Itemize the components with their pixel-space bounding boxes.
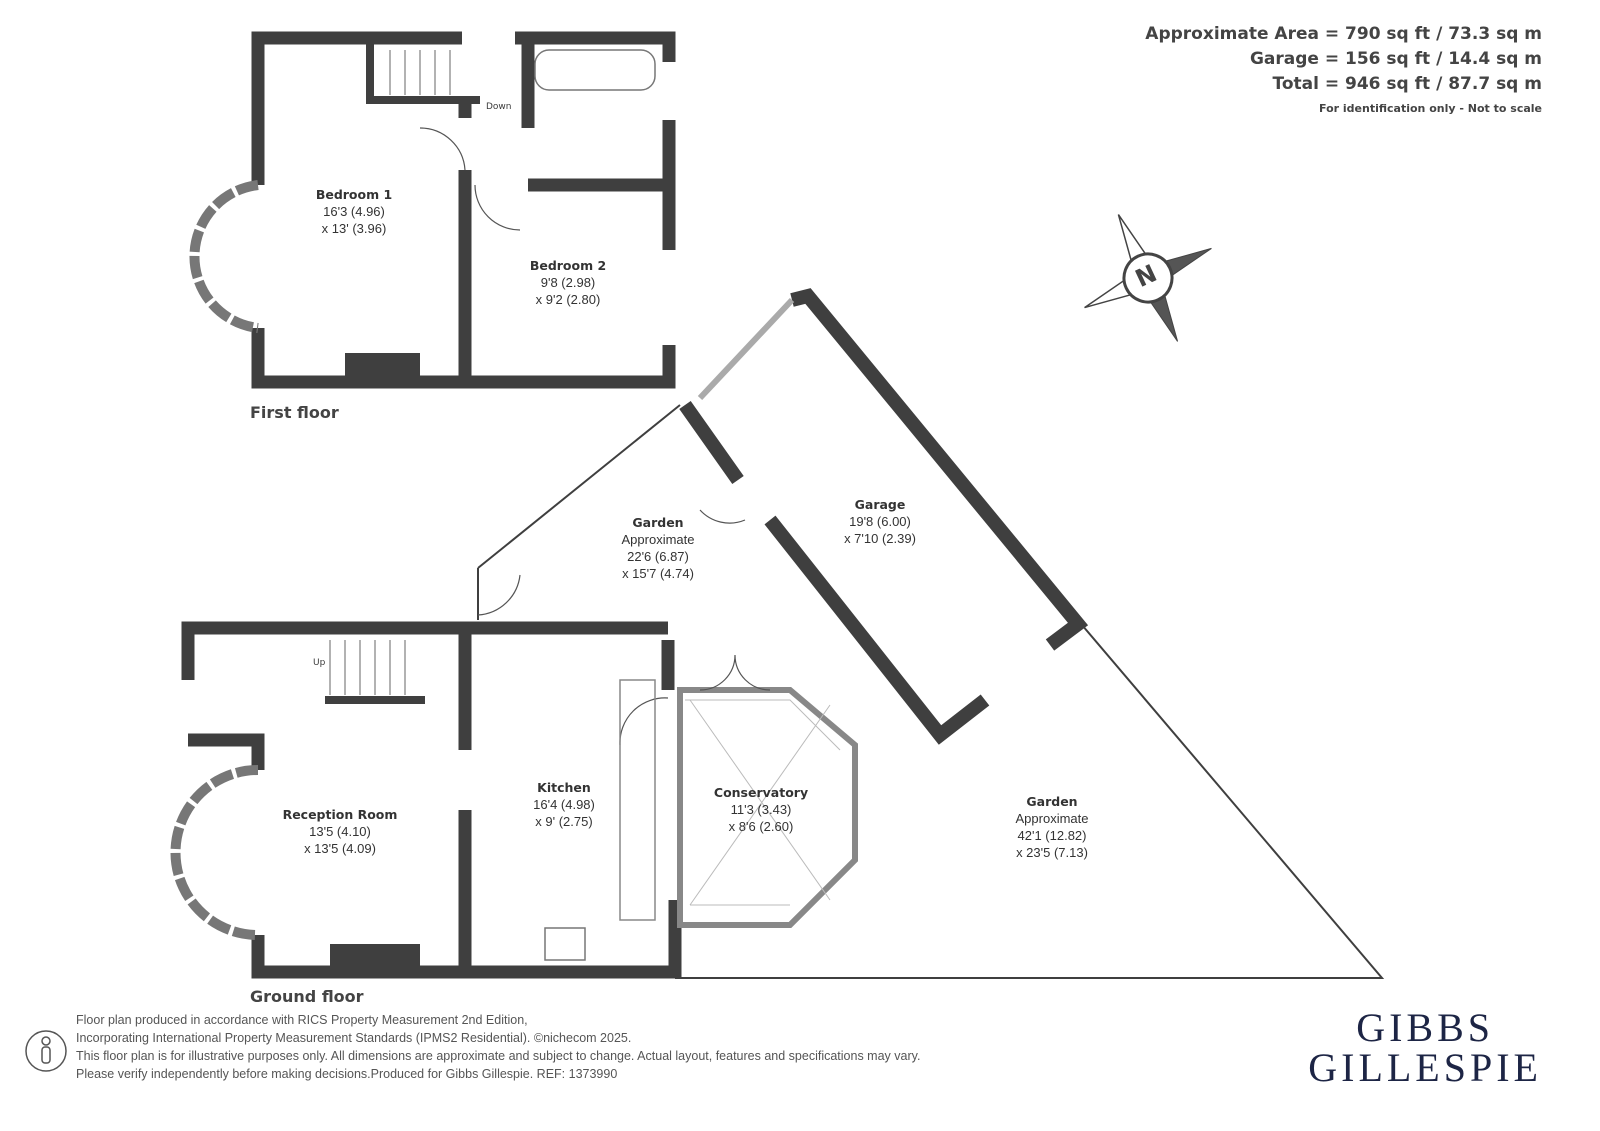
stairs-down-label: Down [486, 102, 512, 112]
ground-floor-label: Ground floor [250, 987, 364, 1006]
garage-area: Garage = 156 sq ft / 14.4 sq m [1249, 49, 1542, 69]
first-floor-walls [251, 31, 676, 389]
stairs-up-label: Up [313, 658, 326, 668]
bay-window-ground [170, 765, 259, 940]
bay-window-first [189, 180, 259, 333]
footer-disclaimer: Floor plan produced in accordance with R… [76, 1013, 921, 1081]
scale-note: For identification only - Not to scale [1319, 102, 1542, 115]
first-floor-label: First floor [250, 403, 339, 422]
ground-floor-walls [181, 621, 682, 979]
total-area: Total = 946 sq ft / 87.7 sq m [1272, 74, 1543, 94]
garden-boundaries [477, 404, 1385, 979]
conservatory-walls [677, 687, 858, 928]
compass-icon [1084, 214, 1212, 342]
garage-walls [679, 288, 1089, 745]
gibbs-gillespie-logo: GIBBS GILLESPIE [1308, 1005, 1542, 1090]
approximate-area: Approximate Area = 790 sq ft / 73.3 sq m [1145, 24, 1542, 44]
